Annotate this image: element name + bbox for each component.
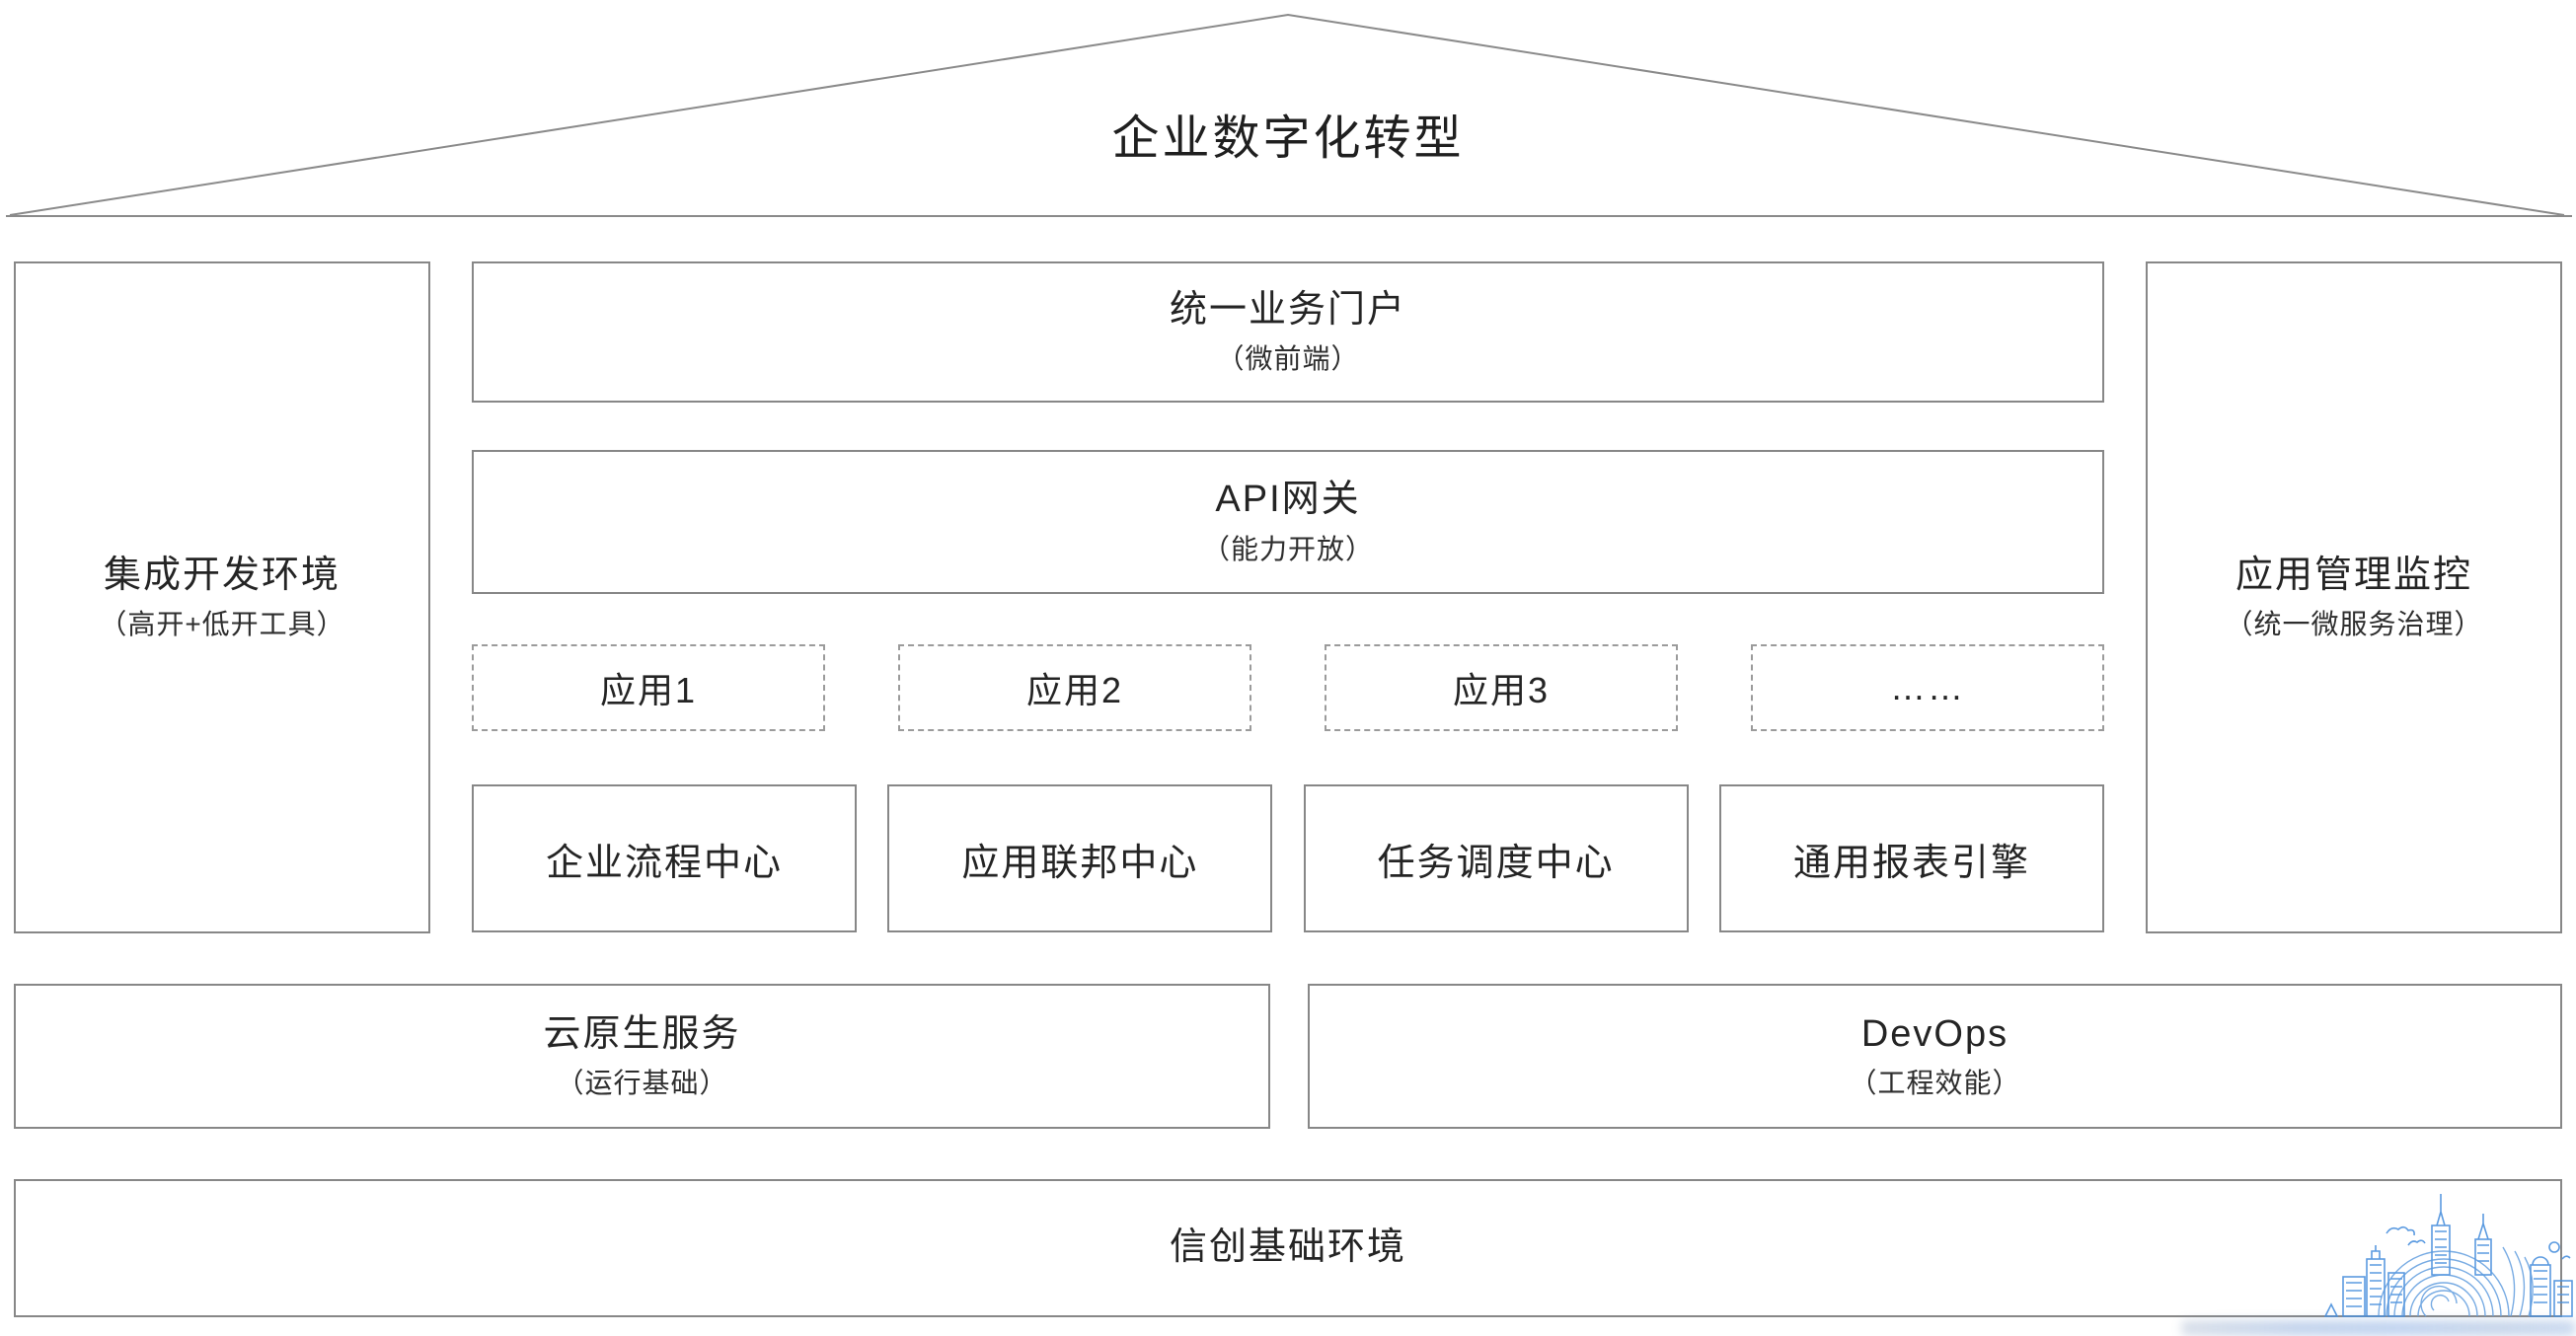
service-node-task-scheduler: 任务调度中心 — [1303, 784, 1689, 932]
app-label: 应用2 — [1025, 670, 1124, 710]
watermark-smudge — [2181, 1320, 2576, 1336]
node-title: 统一业务门户 — [1169, 288, 1406, 331]
app-node-1: 应用1 — [472, 644, 825, 731]
service-label: 企业流程中心 — [545, 842, 783, 884]
app-label: 应用3 — [1452, 670, 1551, 710]
service-label: 任务调度中心 — [1377, 842, 1615, 884]
panel-integrated-dev-env: 集成开发环境 （高开+低开工具） — [14, 261, 430, 933]
node-api-gateway: API网关 （能力开放） — [472, 450, 2104, 594]
app-node-3: 应用3 — [1325, 644, 1678, 731]
platform-cloud-native-services: 云原生服务 （运行基础） — [14, 984, 1270, 1129]
service-node-process-center: 企业流程中心 — [472, 784, 857, 932]
node-subtitle: （微前端） — [1216, 343, 1360, 375]
node-unified-business-portal: 统一业务门户 （微前端） — [472, 261, 2104, 403]
apps-row: 应用1 应用2 应用3 …… — [472, 644, 2104, 731]
app-label: 应用1 — [599, 670, 698, 710]
diagram-title: 企业数字化转型 — [1111, 112, 1465, 165]
platform-title: 云原生服务 — [543, 1012, 741, 1055]
base-xinchuang-environment: 信创基础环境 — [14, 1179, 2562, 1317]
service-label: 应用联邦中心 — [961, 842, 1199, 884]
node-title: API网关 — [1215, 479, 1361, 521]
panel-title: 应用管理监控 — [2235, 554, 2472, 596]
panel-app-management-monitor: 应用管理监控 （统一微服务治理） — [2146, 261, 2562, 933]
platform-devops: DevOps （工程效能） — [1308, 984, 2562, 1129]
panel-title: 集成开发环境 — [103, 554, 341, 596]
app-node-2: 应用2 — [898, 644, 1251, 731]
service-node-report-engine: 通用报表引擎 — [1718, 784, 2104, 932]
service-label: 通用报表引擎 — [1792, 842, 2030, 884]
panel-subtitle: （统一微服务治理） — [2225, 609, 2483, 640]
node-subtitle: （能力开放） — [1201, 533, 1374, 564]
services-row: 企业流程中心 应用联邦中心 任务调度中心 通用报表引擎 — [472, 784, 2104, 932]
platform-subtitle: （运行基础） — [556, 1068, 728, 1099]
app-label: …… — [1890, 667, 1965, 708]
panel-subtitle: （高开+低开工具） — [99, 609, 345, 640]
app-node-more: …… — [1751, 644, 2104, 731]
platform-subtitle: （工程效能） — [1849, 1068, 2021, 1099]
base-title: 信创基础环境 — [1169, 1226, 1406, 1269]
roof-shape — [6, 13, 2572, 217]
platform-title: DevOps — [1860, 1012, 2009, 1055]
service-node-federation-center: 应用联邦中心 — [887, 784, 1273, 932]
